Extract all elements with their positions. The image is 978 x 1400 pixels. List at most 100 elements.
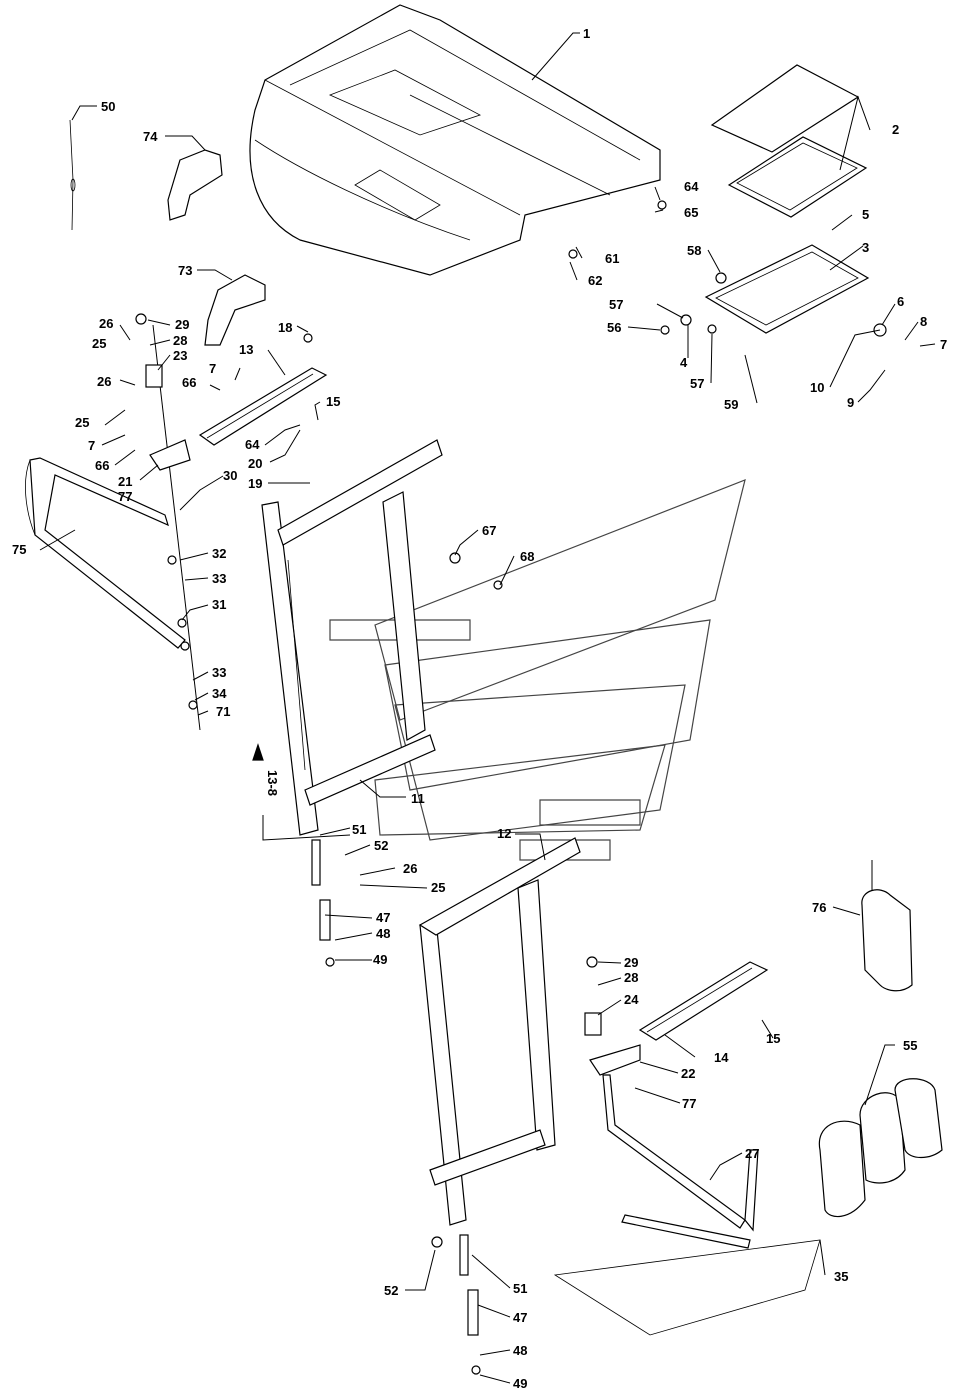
callout-25: 25 bbox=[92, 336, 106, 351]
bracket-part-74 bbox=[167, 149, 223, 221]
callout-11: 11 bbox=[411, 791, 425, 806]
callout-64: 64 bbox=[684, 179, 699, 194]
callout-48: 48 bbox=[513, 1343, 527, 1358]
callout-34: 34 bbox=[212, 686, 227, 701]
handrail-part-27 bbox=[602, 1074, 759, 1249]
callout-59: 59 bbox=[724, 397, 738, 412]
callout-47: 47 bbox=[513, 1310, 527, 1325]
callout-27: 27 bbox=[745, 1146, 759, 1161]
callout-29: 29 bbox=[175, 317, 189, 332]
callout-28: 28 bbox=[173, 333, 187, 348]
callout-62: 62 bbox=[588, 273, 602, 288]
leader-lines bbox=[39, 32, 936, 1384]
callout-9: 9 bbox=[847, 395, 854, 410]
callout-66: 66 bbox=[95, 458, 109, 473]
door-frame-part-12 bbox=[418, 837, 581, 1226]
callout-52: 52 bbox=[374, 838, 388, 853]
callout-20: 20 bbox=[248, 456, 262, 471]
callout-51: 51 bbox=[352, 822, 366, 837]
gas-strut-upper bbox=[311, 839, 335, 967]
cable-part-50 bbox=[69, 119, 76, 231]
step-part-14 bbox=[638, 961, 769, 1041]
callout-19: 19 bbox=[248, 476, 262, 491]
callout-4: 4 bbox=[680, 355, 688, 370]
cab-roof-part-1 bbox=[249, 4, 661, 276]
callout-68: 68 bbox=[520, 549, 534, 564]
callout-64: 64 bbox=[245, 437, 260, 452]
callout-23: 23 bbox=[173, 348, 187, 363]
callout-5: 5 bbox=[862, 207, 869, 222]
callout-31: 31 bbox=[212, 597, 226, 612]
callout-25: 25 bbox=[431, 880, 445, 895]
small-hardware bbox=[303, 200, 887, 1248]
callout-3: 3 bbox=[862, 240, 869, 255]
callout-77: 77 bbox=[682, 1096, 696, 1111]
watermark-logo bbox=[329, 479, 746, 861]
callout-7: 7 bbox=[940, 337, 947, 352]
callout-77: 77 bbox=[118, 489, 132, 504]
callout-47: 47 bbox=[376, 910, 390, 925]
mirror-part-76 bbox=[861, 860, 913, 992]
tray-frame-part-3 bbox=[704, 244, 870, 334]
callout-22: 22 bbox=[681, 1066, 695, 1081]
step-part-13 bbox=[198, 367, 328, 446]
callout-51: 51 bbox=[513, 1281, 527, 1296]
callout-57: 57 bbox=[609, 297, 623, 312]
handrail-part-75 bbox=[25, 457, 186, 649]
reference-label: 13-8 bbox=[265, 770, 280, 796]
callout-30: 30 bbox=[223, 468, 237, 483]
callout-15: 15 bbox=[326, 394, 340, 409]
callout-18: 18 bbox=[278, 320, 292, 335]
callout-10: 10 bbox=[810, 380, 824, 395]
callout-76: 76 bbox=[812, 900, 826, 915]
callout-48: 48 bbox=[376, 926, 390, 941]
callout-35: 35 bbox=[834, 1269, 848, 1284]
callout-labels: 1 2 3 4 5 6 7 7 7 8 9 10 11 12 13 14 15 … bbox=[12, 26, 947, 1391]
right-hinge-column bbox=[584, 956, 641, 1076]
callout-7: 7 bbox=[209, 361, 216, 376]
gas-strut-lower bbox=[459, 1234, 481, 1375]
callout-14: 14 bbox=[714, 1050, 729, 1065]
callout-1: 1 bbox=[583, 26, 590, 41]
callout-29: 29 bbox=[624, 955, 638, 970]
callout-24: 24 bbox=[624, 992, 639, 1007]
callout-33: 33 bbox=[212, 665, 226, 680]
callout-8: 8 bbox=[920, 314, 927, 329]
callout-67: 67 bbox=[482, 523, 496, 538]
callout-56: 56 bbox=[607, 320, 621, 335]
filter-panels-part-2 bbox=[710, 64, 868, 218]
callout-49: 49 bbox=[373, 952, 387, 967]
callout-73: 73 bbox=[178, 263, 192, 278]
callout-65: 65 bbox=[684, 205, 698, 220]
callout-33: 33 bbox=[212, 571, 226, 586]
callout-49: 49 bbox=[513, 1376, 527, 1391]
callout-32: 32 bbox=[212, 546, 226, 561]
callout-13: 13 bbox=[239, 342, 253, 357]
callout-66: 66 bbox=[182, 375, 196, 390]
callout-26: 26 bbox=[99, 316, 113, 331]
callout-55: 55 bbox=[903, 1038, 917, 1053]
callout-71: 71 bbox=[216, 704, 230, 719]
callout-57: 57 bbox=[690, 376, 704, 391]
mirror-mount-part-35 bbox=[553, 1239, 821, 1336]
mirror-part-55 bbox=[818, 1078, 943, 1218]
door-frame-part-11 bbox=[261, 439, 443, 836]
callout-7: 7 bbox=[88, 438, 95, 453]
callout-12: 12 bbox=[497, 826, 511, 841]
left-hinge-column bbox=[135, 313, 201, 731]
callout-6: 6 bbox=[897, 294, 904, 309]
reference-arrow: 13-8 bbox=[252, 743, 280, 796]
callout-21: 21 bbox=[118, 474, 132, 489]
callout-26: 26 bbox=[97, 374, 111, 389]
callout-50: 50 bbox=[101, 99, 115, 114]
callout-25: 25 bbox=[75, 415, 89, 430]
callout-2: 2 bbox=[892, 122, 899, 137]
callout-61: 61 bbox=[605, 251, 619, 266]
callout-75: 75 bbox=[12, 542, 26, 557]
callout-15: 15 bbox=[766, 1031, 780, 1046]
callout-28: 28 bbox=[624, 970, 638, 985]
bracket-part-73 bbox=[204, 274, 266, 346]
callout-52: 52 bbox=[384, 1283, 398, 1298]
callout-74: 74 bbox=[143, 129, 158, 144]
